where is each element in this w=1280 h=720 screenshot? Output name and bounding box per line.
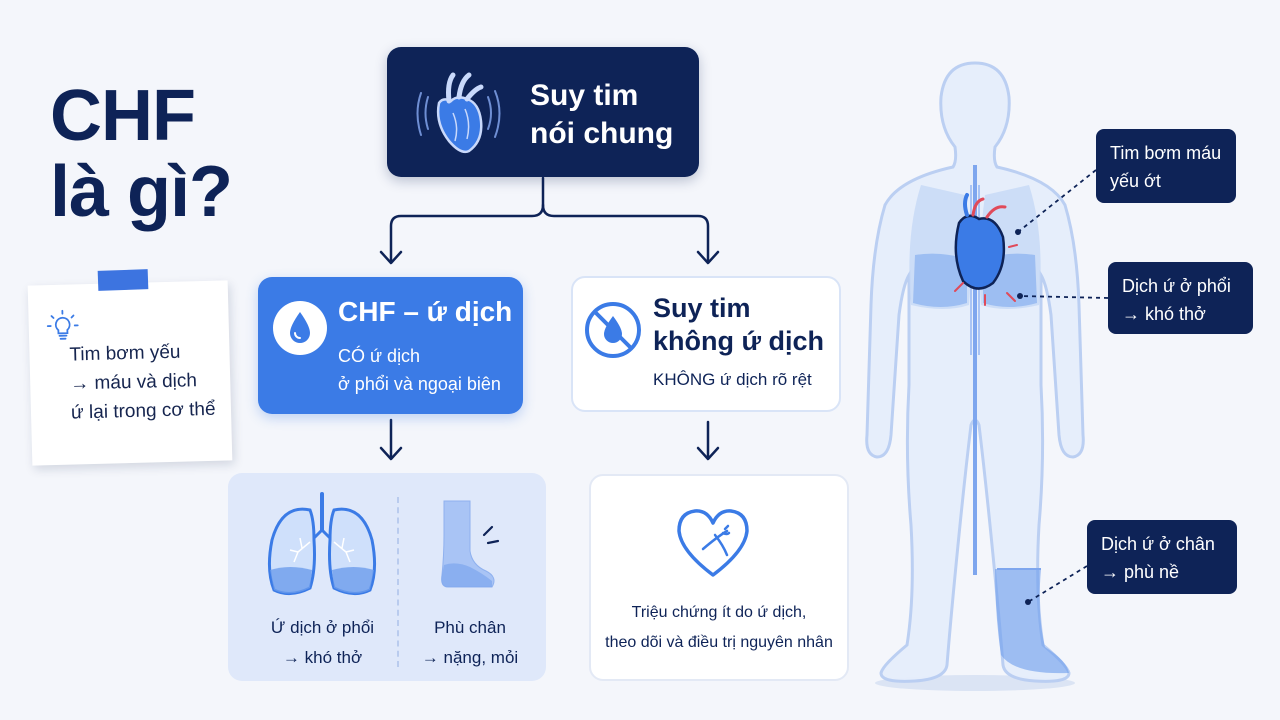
swollen-foot-icon: [426, 495, 506, 600]
sticky-note: Tim bơm yếu → máu và dịch ứ lại trong cơ…: [27, 280, 233, 466]
callout-heart-line-2: yếu ớt: [1110, 171, 1161, 191]
foot-text-line-2: → nặng, mỏi: [421, 648, 519, 667]
br-text-line-2: theo dõi và điều trị nguyên nhân: [605, 634, 833, 651]
lungs-fluid-text: Ứ dịch ở phổi → khó thở: [260, 613, 385, 673]
flow-connectors: [379, 176, 720, 461]
non-fluid-heart-failure-box: [571, 276, 841, 412]
callout-leg-fluid: Dịch ứ ở chân → phù nề: [1087, 520, 1237, 594]
panel-divider: [397, 497, 399, 667]
heart-bandage-icon: [673, 505, 753, 586]
no-water-drop-icon: [583, 300, 643, 365]
top-box-line-1: Suy tim: [530, 79, 639, 112]
callout-legs-line-2: → phù nề: [1101, 562, 1180, 582]
chf-box-title: CHF – ứ dịch: [338, 296, 513, 327]
heart-organ-icon: [409, 63, 509, 168]
foot-text-line-1: Phù chân: [434, 618, 506, 637]
callout-heart-line-1: Tim bơm máu: [1110, 143, 1222, 163]
chf-sub-line-1: CÓ ứ dịch: [338, 346, 421, 366]
br-text-line-1: Triệu chứng ít do ứ dịch,: [631, 604, 807, 621]
chf-box-subtitle: CÓ ứ dịch ở phổi và ngoại biên: [338, 342, 501, 398]
lungs-icon: [262, 490, 382, 607]
callout-legs-line-1: Dịch ứ ở chân: [1101, 534, 1215, 554]
callout-lung-fluid: Dịch ứ ở phổi → khó thở: [1108, 262, 1253, 334]
title-line-2: là gì?: [50, 152, 233, 232]
human-body-figure: [855, 55, 1095, 700]
callout-lungs-line-1: Dịch ứ ở phổi: [1122, 276, 1231, 296]
lungs-text-line-1: Ứ dịch ở phổi: [270, 618, 375, 637]
non-fluid-symptoms-text: Triệu chứng ít do ứ dịch, theo dõi và đi…: [589, 598, 849, 658]
callout-lungs-line-2: → khó thở: [1122, 304, 1206, 324]
non-fluid-box-subtitle: KHÔNG ứ dịch rõ rệt: [653, 370, 812, 389]
top-box-title: Suy tim nói chung: [530, 77, 673, 153]
lightbulb-icon: [44, 308, 81, 350]
foot-swelling-text: Phù chân → nặng, mỏi: [410, 613, 530, 673]
general-heart-failure-box: Suy tim nói chung: [387, 47, 699, 177]
page-title: CHF là gì?: [50, 78, 280, 230]
water-drop-icon: [272, 300, 328, 361]
nf-title-line-2: không ứ dịch: [653, 326, 825, 356]
callout-weak-heart: Tim bơm máu yếu ớt: [1096, 129, 1236, 203]
nf-title-line-1: Suy tim: [653, 293, 751, 323]
non-fluid-symptoms-panel: [589, 474, 849, 681]
chf-sub-line-2: ở phổi và ngoại biên: [338, 374, 501, 394]
lungs-text-line-2: → khó thở: [282, 648, 363, 667]
non-fluid-box-title: Suy tim không ứ dịch: [653, 292, 824, 358]
connector-right: [541, 203, 710, 264]
title-line-1: CHF: [50, 76, 196, 156]
top-box-line-2: nói chung: [530, 117, 674, 150]
